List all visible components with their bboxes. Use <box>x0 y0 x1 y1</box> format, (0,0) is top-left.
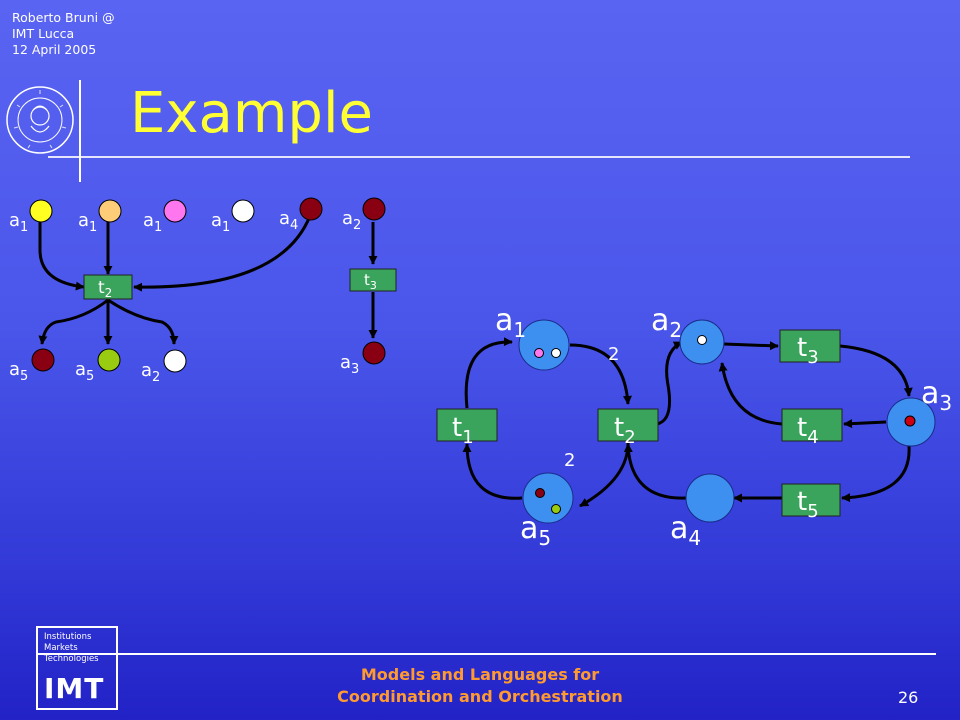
token-label: a1 <box>9 210 28 235</box>
token-label: a1 <box>78 210 97 235</box>
token-place <box>98 199 122 223</box>
transition-t5-label: t5 <box>797 487 819 522</box>
token-label: a1 <box>143 210 162 235</box>
transition-t2 <box>597 408 659 442</box>
token-place <box>29 199 53 223</box>
footer-line: Models and Languages for <box>360 665 600 684</box>
imt-logo: Institutions Markets Technologies IMT <box>36 626 118 710</box>
transition-t4-label: t4 <box>797 413 819 448</box>
token-label: a2 <box>342 208 361 233</box>
place-a1 <box>518 319 570 371</box>
place-a2-label: a2 <box>651 303 682 342</box>
imt-logo-line: Markets <box>44 643 78 653</box>
token <box>534 348 544 358</box>
arc-a1-t2 <box>38 222 85 291</box>
imt-logo-line: Institutions <box>44 632 92 642</box>
arc-t2-a2 <box>107 298 179 345</box>
place-a1-label: a1 <box>495 303 526 342</box>
transition-t3-small <box>349 268 397 292</box>
token-label: a3 <box>340 352 359 377</box>
transition-t1-label: t1 <box>452 413 474 448</box>
page-number: 26 <box>898 688 919 707</box>
imt-logo-acronym: IMT <box>44 672 105 705</box>
arc-t3-a3 <box>839 344 913 397</box>
arc-weight-label: 2 <box>564 450 575 471</box>
transition-t2-small-label: t2 <box>98 278 112 300</box>
token <box>551 504 561 514</box>
date-text: 12 April 2005 <box>12 42 97 57</box>
transition-t3-small-label: t3 <box>364 271 377 292</box>
arc-a4-t2 <box>133 215 312 292</box>
token-place <box>362 341 386 365</box>
arc-a3-t4 <box>843 419 887 429</box>
token-place <box>163 199 187 223</box>
university-seal-logo <box>6 86 74 154</box>
transition-t3-label: t3 <box>797 333 819 368</box>
transition-t5 <box>781 483 841 517</box>
token-place <box>31 348 55 372</box>
footer-course-title: Models and Languages for Coordination an… <box>0 664 960 708</box>
imt-logo-words: Institutions Markets Technologies <box>44 632 99 665</box>
token-label: a1 <box>211 210 230 235</box>
transition-t4 <box>781 408 843 442</box>
arc-t1-a1 <box>464 337 513 409</box>
token-place <box>299 197 323 221</box>
arc-a3-t5 <box>841 445 911 503</box>
arc-a5-t1 <box>462 443 523 500</box>
imt-logo-line: Technologies <box>44 654 99 664</box>
arc-a4-t2 <box>623 443 687 500</box>
transition-t1 <box>436 408 498 442</box>
arc-t2-a2 <box>656 340 683 426</box>
arc-a1-t2 <box>569 343 632 405</box>
author-text: Roberto Bruni @ <box>12 10 115 25</box>
token-label: a2 <box>141 360 160 385</box>
institution-text: IMT Lucca <box>12 26 75 41</box>
footer-line: Coordination and Orchestration <box>337 687 623 706</box>
token <box>535 488 545 498</box>
token-label: a5 <box>75 359 94 384</box>
arc-t2-a5 <box>579 439 630 508</box>
token-label: a5 <box>9 359 28 384</box>
transition-t3 <box>779 329 841 363</box>
transition-t2-label: t2 <box>614 413 636 448</box>
token-place <box>97 348 121 372</box>
arc-t2-a5 <box>38 298 109 345</box>
place-a4 <box>685 473 735 523</box>
token-label: a4 <box>279 208 298 233</box>
token <box>551 348 561 358</box>
arc-weight-label: 2 <box>608 344 619 365</box>
petri-net: 2 2 t1 t2 t3 t4 t5 a1 a2 a3 a4 a5 <box>436 303 952 550</box>
slide-title: Example <box>130 81 373 146</box>
token-place <box>231 199 255 223</box>
token <box>904 415 916 427</box>
transition-t2-small <box>83 274 133 300</box>
token-place <box>163 349 187 373</box>
header-info: Roberto Bruni @ IMT Lucca 12 April 2005 <box>12 10 115 58</box>
arc-t4-a2 <box>718 362 783 426</box>
token <box>697 335 707 345</box>
token-place <box>362 197 386 221</box>
place-a5-label: a5 <box>520 511 551 550</box>
place-a3-label: a3 <box>921 376 952 415</box>
place-a4-label: a4 <box>670 511 701 550</box>
small-diagram: a1 a1 a1 a1 a4 a2 a5 a5 a2 a3 t2 t3 <box>9 197 397 385</box>
arc-a2-t3 <box>723 341 779 351</box>
